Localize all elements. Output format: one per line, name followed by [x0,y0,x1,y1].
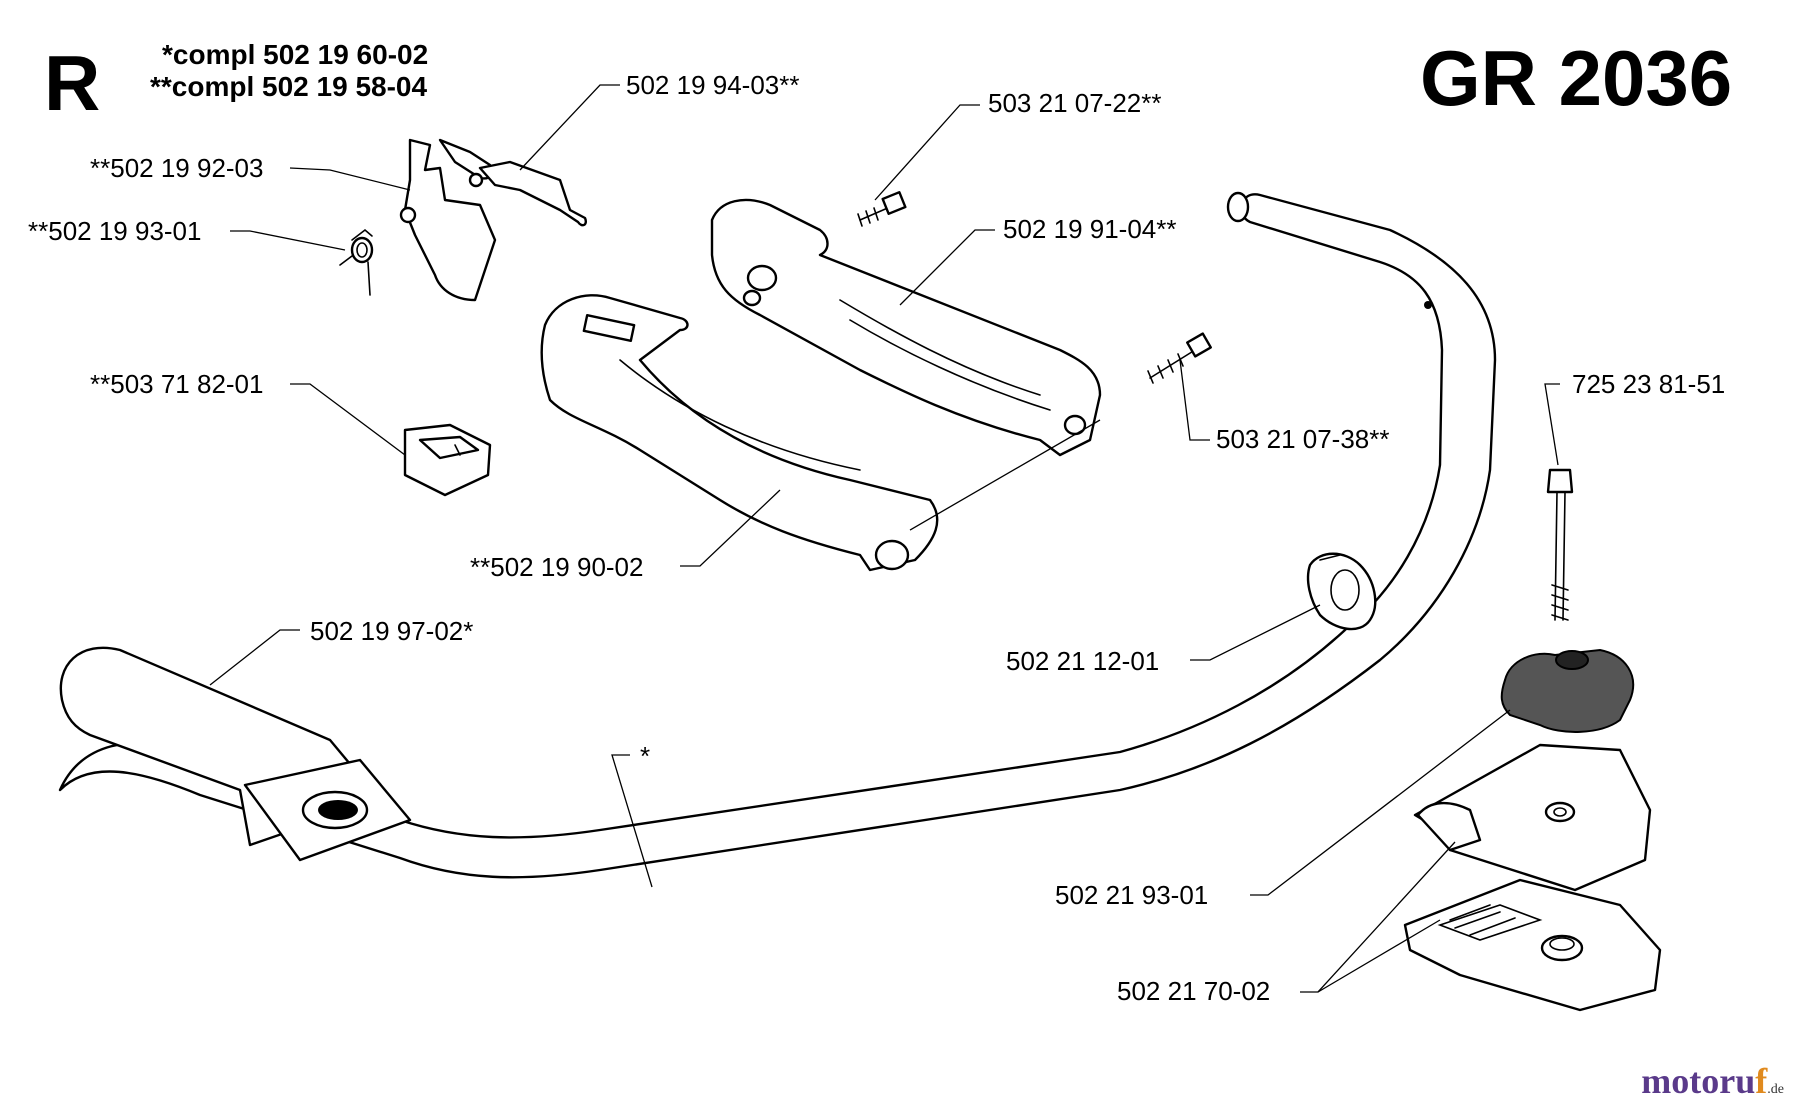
leader-lines [209,84,1560,993]
label-502-21-70-02: 502 21 70-02 [1117,976,1270,1006]
handle-body-lower [540,294,939,572]
watermark-suffix: .de [1767,1082,1784,1097]
throttle-lever [468,160,587,227]
label-503-21-07-22: 503 21 07-22** [988,88,1161,118]
label-503-21-07-38: 503 21 07-38** [1216,424,1389,454]
watermark: motoruf.de [1641,1060,1784,1102]
watermark-main: motoru [1641,1061,1756,1101]
label-502-19-94-03: 502 19 94-03** [626,70,799,100]
label-503-71-82-01: **503 71 82-01 [90,369,263,399]
label-502-19-97-02: 502 19 97-02* [310,616,473,646]
grip-sleeve [59,646,412,862]
compl-line-1: *compl 502 19 60-02 [162,39,428,70]
section-letter: R [44,39,100,127]
bolt-725-23-81-51 [1546,468,1574,621]
label-502-21-12-01: 502 21 12-01 [1006,646,1159,676]
part-labels: 502 19 94-03** 503 21 07-22** **502 19 9… [28,70,1725,1006]
handlebar-tube [58,191,1497,879]
clamp-half-lower [1403,878,1662,1012]
label-502-19-92-03: **502 19 92-03 [90,153,263,183]
clamp-half-upper [1413,743,1652,892]
model-title: GR 2036 [1420,34,1732,122]
label-502-19-90-02: **502 19 90-02 [470,552,643,582]
handle-body-upper [710,198,1102,457]
screw-503-21-07-38 [1147,332,1212,384]
wing-knob [1500,648,1635,733]
screw-503-21-07-22 [857,191,907,227]
watermark-accent: f [1755,1061,1768,1101]
label-502-19-91-04: 502 19 91-04** [1003,214,1176,244]
cable-clamp [1306,552,1377,631]
label-502-21-93-01: 502 21 93-01 [1055,880,1208,910]
compl-line-2: **compl 502 19 58-04 [150,71,427,102]
label-502-19-93-01: **502 19 93-01 [28,216,201,246]
label-star: * [640,741,650,771]
spring [339,228,374,296]
stop-switch [403,423,492,497]
throttle-trigger [399,138,497,302]
label-725-23-81-51: 725 23 81-51 [1572,369,1725,399]
